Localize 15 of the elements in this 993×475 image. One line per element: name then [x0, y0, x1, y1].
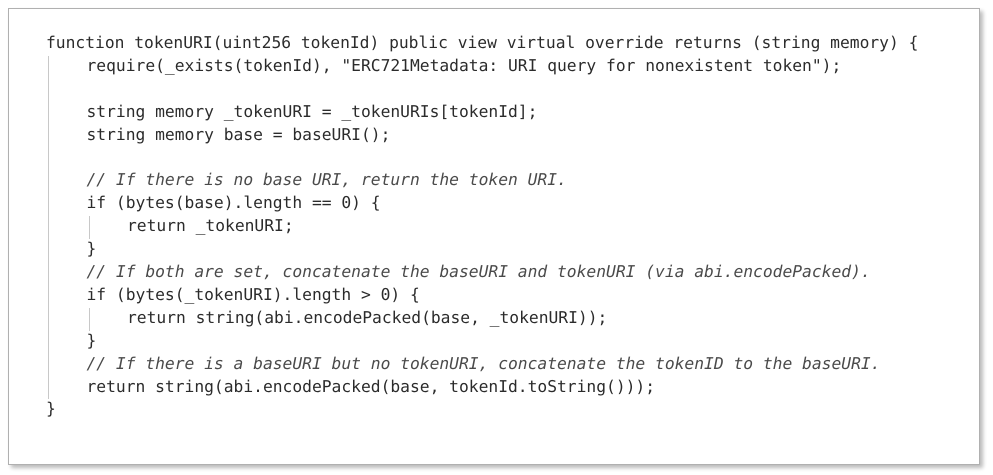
- code-line: }: [86, 330, 96, 351]
- code-line: if (bytes(base).length == 0) {: [86, 193, 381, 214]
- code-line: return _tokenURI;: [127, 216, 294, 236]
- code-line: if (bytes(_tokenURI).length > 0) {: [86, 284, 420, 305]
- code-line: return string(abi.encodePacked(base, _tokenURI));: [127, 308, 608, 328]
- code-comment: // If both are set, concatenate the baseURI and tokenURI (via abi.encodePacked).: [86, 262, 871, 282]
- code-line: }: [86, 239, 96, 260]
- code-line: string memory _tokenURI = _tokenURIs[tokenId];: [86, 102, 538, 122]
- code-line: require(_exists(tokenId), "ERC721Metadata: URI query for nonexistent token");: [86, 56, 842, 76]
- code-comment: // If there is a baseURI but no tokenURI, concatenate the tokenID to the baseURI.: [86, 354, 880, 374]
- code-comment: // If there is no base URI, return the token URI.: [86, 170, 567, 190]
- code-line: string memory base = baseURI();: [86, 124, 390, 145]
- code-line: }: [46, 399, 56, 420]
- code-line: return string(abi.encodePacked(base, tokenId.toString()));: [86, 376, 656, 396]
- code-line: function tokenURI(uint256 tokenId) public view virtual override returns (string memory) {: [46, 33, 918, 53]
